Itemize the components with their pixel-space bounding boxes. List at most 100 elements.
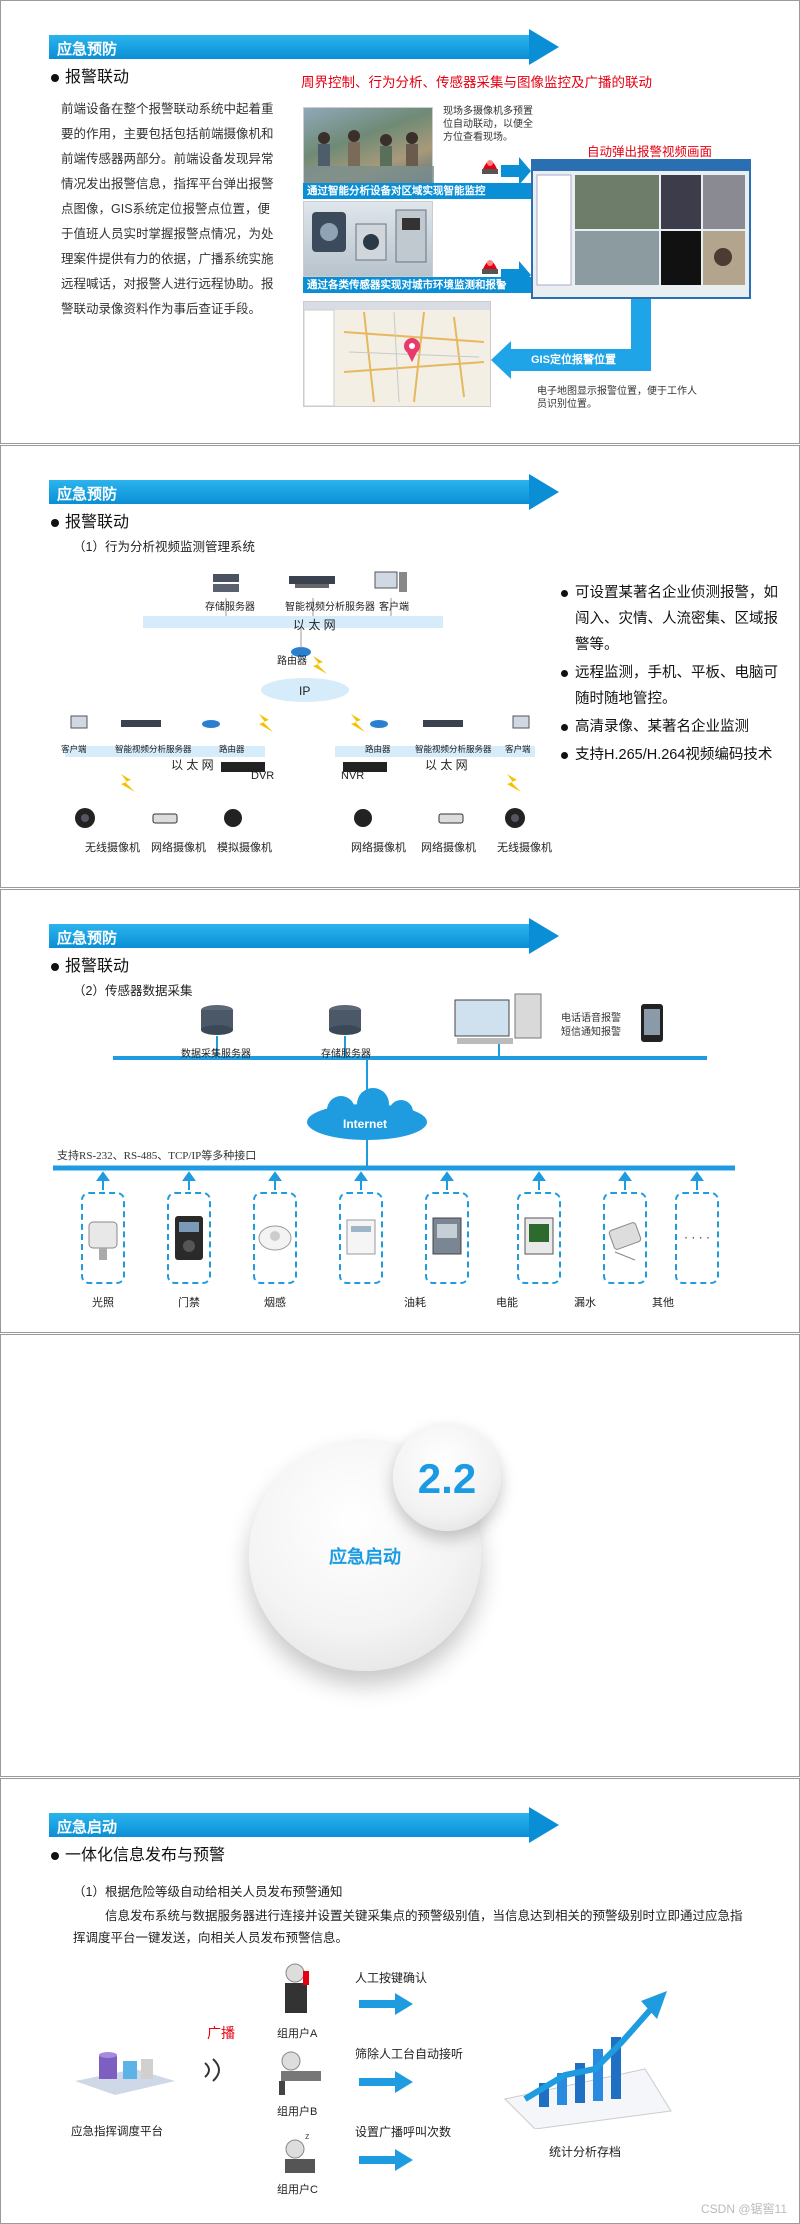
nvr-label: NVR — [341, 770, 365, 782]
person-sleeping-icon: z — [285, 2131, 315, 2173]
broadcast-waves-icon — [204, 2058, 220, 2082]
node-label: 智能视频分析服务器 — [415, 744, 492, 754]
body-line-2: 挥调度平台一键发送，向相关人员发布预警信息。 — [73, 1931, 349, 1945]
popup-video-label: 自动弹出报警视频画面 — [587, 145, 713, 159]
dome-camera-icon — [505, 808, 525, 828]
slide-sensor-data-collection: 应急预防 报警联动 （2）传感器数据采集 数据采集服务器 — [0, 889, 800, 1333]
smoke-detector-box — [253, 1192, 297, 1284]
video-monitor-screen — [531, 159, 751, 299]
banner-bar — [49, 924, 531, 948]
banner-title: 应急启动 — [57, 1819, 118, 1836]
gis-flow-arrow — [491, 299, 651, 379]
red-siren-icon — [479, 153, 501, 175]
dome-camera-icon — [224, 809, 242, 827]
subheading: （2）传感器数据采集 — [73, 984, 193, 998]
water-leak-box — [603, 1192, 647, 1284]
more-dots: · · · · — [684, 1230, 710, 1244]
nvr-box — [343, 762, 387, 772]
server-label: 存储服务器 — [321, 1049, 371, 1060]
camera-label: 无线摄像机 — [85, 842, 140, 854]
feature-list: 可设置某著名企业侦测报警，如闯入、灾情、人流密集、区域报警等。 远程监测，手机、… — [561, 580, 781, 770]
right-arrow-icon — [359, 1993, 413, 2015]
storage-server-icon — [213, 574, 239, 592]
water-leak-icon — [608, 1222, 642, 1261]
lightning-icon — [351, 714, 365, 732]
bullet-dot-icon — [51, 518, 59, 527]
analysis-server-icon — [423, 720, 463, 727]
access-control-icon — [175, 1216, 203, 1260]
section-banner: 应急预防 — [49, 29, 559, 65]
section-banner: 应急启动 — [49, 1807, 559, 1843]
database-server-icon — [201, 1005, 233, 1035]
camera-linkage-note: 现场多摄像机多预置位自动联动，以便全方位查看现场。 — [443, 106, 533, 143]
alarm-note: 短信通知报警 — [561, 1027, 621, 1038]
flow-arrows — [501, 157, 531, 289]
ethernet-label: 以 太 网 — [171, 758, 214, 772]
lightning-icon — [507, 774, 521, 792]
sensor-label: 门禁 — [178, 1297, 200, 1309]
banner-arrow-head — [529, 29, 559, 65]
map-note: 电子地图显示报警位置，便于工作人员识别位置。 — [537, 386, 697, 410]
bullet-dot-icon — [51, 73, 59, 82]
sensor-label: 光照 — [92, 1297, 114, 1309]
action-label: 筛除人工台自动接听 — [355, 2047, 464, 2061]
person-phone-icon — [285, 1963, 309, 2013]
banner-title: 应急预防 — [57, 486, 118, 503]
camera-label: 无线摄像机 — [497, 842, 552, 854]
router-label: 路由器 — [277, 656, 307, 667]
action-label: 设置广播呼叫次数 — [355, 2125, 452, 2139]
banner-arrow-head — [529, 918, 559, 954]
banner-bar — [49, 1813, 531, 1837]
heading-text: 报警联动 — [65, 958, 130, 975]
power-meter-box — [517, 1192, 561, 1284]
heading-text: 报警联动 — [65, 69, 130, 86]
video-grid-icon — [533, 161, 749, 286]
feature-item: 高清录像、某著名企业监测 — [561, 714, 781, 740]
flood-scene-photo — [303, 107, 434, 186]
section-banner: 应急预防 — [49, 918, 559, 954]
slide-alarm-linkage-overview: 应急预防 报警联动 前端设备在整个报警联动系统中起着重要的作用，主要包括包括前端… — [0, 0, 800, 444]
router-icon — [370, 720, 388, 728]
subheading: （1）行为分析视频监测管理系统 — [73, 540, 255, 554]
interface-note: 支持RS-232、RS-485、TCP/IP等多种接口 — [57, 1150, 257, 1162]
watermark: CSDN @锯窖11 — [701, 2202, 787, 2216]
gas-sensor-icon — [346, 1219, 376, 1255]
sensor-network-diagram — [53, 993, 735, 1190]
right-arrow-icon — [359, 2071, 413, 2093]
ethernet-bar-top — [143, 616, 443, 628]
analysis-server-icon — [121, 720, 161, 727]
analysis-server-icon — [289, 576, 335, 588]
feature-item: 远程监测，手机、平板、电脑可随时随地管控。 — [561, 660, 781, 712]
gis-map — [303, 301, 491, 407]
other-sensor-box: · · · · — [675, 1192, 719, 1284]
node-label: 存储服务器 — [205, 602, 255, 613]
sensor-devices-photo — [303, 201, 433, 277]
light-sensor-box — [81, 1192, 125, 1284]
dispatch-platform-icon — [75, 2052, 175, 2095]
node-label: 路由器 — [365, 744, 391, 754]
router-icon — [202, 720, 220, 728]
alarm-note: 电话语音报警 — [561, 1013, 621, 1024]
fuel-sensor-icon — [432, 1217, 462, 1255]
slide-info-release-warning: 应急启动 一体化信息发布与预警 （1）根据危险等级自动给相关人员发布预警通知 信… — [0, 1778, 800, 2224]
bullet-dot-icon — [51, 962, 59, 971]
user-label: 组用户A — [277, 2028, 318, 2040]
banner-arrow-head — [529, 474, 559, 510]
banner-title: 应急预防 — [57, 41, 118, 58]
person-phone-icon — [279, 2051, 321, 2095]
gis-position-label: GIS定位报警位置 — [531, 354, 616, 366]
heading-text: 一体化信息发布与预警 — [65, 1847, 226, 1864]
banner-bar — [49, 480, 531, 504]
server-label: 数据采集服务器 — [181, 1049, 251, 1060]
bullet-camera-icon — [152, 813, 178, 824]
power-meter-icon — [524, 1217, 554, 1255]
ethernet-bar-left — [65, 746, 265, 757]
heading-text: 报警联动 — [65, 514, 130, 531]
mobile-phone-icon — [641, 1004, 663, 1042]
heading: 一体化信息发布与预警 — [51, 1841, 225, 1865]
dome-camera-icon — [75, 808, 95, 828]
section-banner: 应急预防 — [49, 474, 559, 510]
ip-label: IP — [299, 684, 311, 698]
svg-text:z: z — [305, 2131, 310, 2141]
banner-arrow-head — [529, 1807, 559, 1843]
